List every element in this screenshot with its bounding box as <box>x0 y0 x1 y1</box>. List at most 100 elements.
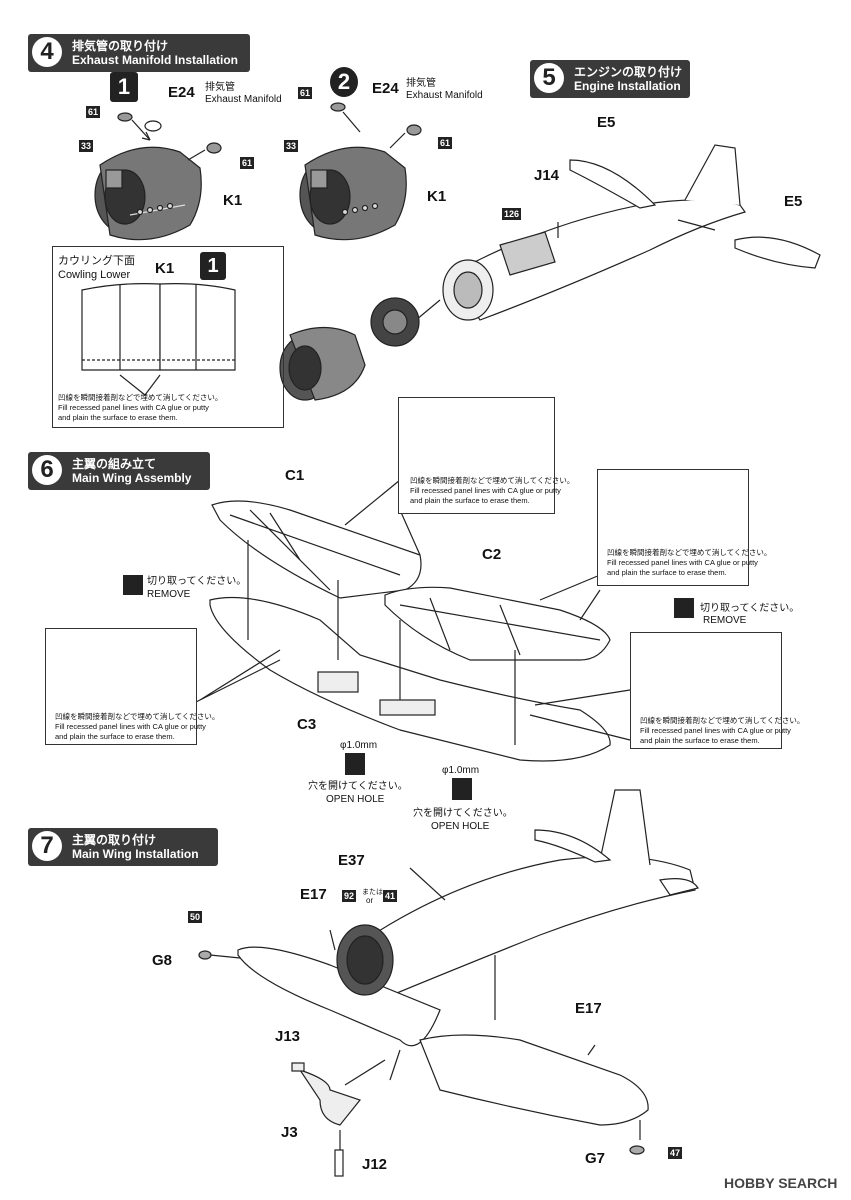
cowling-lower-detail-box <box>52 246 284 428</box>
cowling-drawing-2 <box>299 146 407 241</box>
step-title-jp: 主翼の組み立て <box>72 457 157 471</box>
part-label-j3: J3 <box>281 1124 298 1141</box>
fill-note-jp: 凹線を瞬間接着剤などで埋めて消してください。 <box>58 393 223 402</box>
step-title-en: Engine Installation <box>574 79 681 93</box>
fill-note-jp: 凹線を瞬間接着剤などで埋めて消してください。 <box>640 716 805 725</box>
remove-label-en: REMOVE <box>147 589 191 600</box>
part-label-k1: K1 <box>155 260 175 277</box>
step-number: 5 <box>534 63 564 93</box>
hole-label-en: OPEN HOLE <box>326 794 385 805</box>
part-label-c2: C2 <box>482 546 502 563</box>
step-5-header: 5 エンジンの取り付け Engine Installation <box>530 60 690 98</box>
exhaust-label-jp: 排気管 <box>205 82 235 93</box>
part-label-g8: G8 <box>152 952 173 969</box>
color-tag-61: 61 <box>240 157 255 169</box>
step-number: 7 <box>32 831 62 861</box>
part-label-c3: C3 <box>297 716 317 733</box>
remove-label-jp: 切り取ってください。 <box>147 576 247 587</box>
fill-note-en1: Fill recessed panel lines with CA glue o… <box>640 726 791 735</box>
variant-badge-2: 2 <box>330 67 358 97</box>
panel-line-note-right <box>597 469 749 586</box>
part-label-j14: J14 <box>534 167 560 184</box>
wing-upper-right <box>384 586 611 661</box>
step-title-jp: 主翼の取り付け <box>72 833 157 847</box>
remove-label-jp: 切り取ってください。 <box>700 603 800 614</box>
fill-note-en2: and plain the surface to erase them. <box>58 413 178 422</box>
color-tag-47: 47 <box>668 1147 683 1159</box>
fill-note-en1: Fill recessed panel lines with CA glue o… <box>58 403 209 412</box>
cowling-lower-en: Cowling Lower <box>58 269 131 281</box>
cowling-lower-jp: カウリング下面 <box>58 255 135 267</box>
step-title-jp: エンジンの取り付け <box>574 65 683 79</box>
fill-note-en2: and plain the surface to erase them. <box>640 736 760 745</box>
part-label-k1: K1 <box>223 192 243 209</box>
color-tag-50: 50 <box>188 911 203 923</box>
color-tag-61: 61 <box>298 87 313 99</box>
fill-note-en1: Fill recessed panel lines with CA glue o… <box>55 722 206 731</box>
hole-size-label: φ1.0mm <box>340 740 378 751</box>
or-label-en: or <box>366 896 374 905</box>
color-tag-41: 41 <box>383 890 398 902</box>
fuselage-drawing-5 <box>442 144 821 321</box>
hole-label-jp: 穴を開けてください。 <box>413 808 513 819</box>
variant-badge-1: 1 <box>200 252 226 280</box>
exhaust-label-jp: 排気管 <box>406 78 436 89</box>
step-7-header: 7 主翼の取り付け Main Wing Installation <box>28 828 218 866</box>
part-label-e17: E17 <box>575 1000 602 1017</box>
variant-badge-1: 1 <box>110 72 138 102</box>
panel-line-note-bottom-right <box>630 632 782 749</box>
step-title-en: Exhaust Manifold Installation <box>72 53 239 67</box>
part-label-e5: E5 <box>597 114 616 131</box>
plane-drawing-7 <box>237 789 699 1126</box>
part-label-e24: E24 <box>168 84 195 101</box>
color-tag-33: 33 <box>284 140 299 152</box>
fill-note-jp: 凹線を瞬間接着剤などで埋めて消してください。 <box>410 476 575 485</box>
part-label-g7: G7 <box>585 1150 606 1167</box>
engine-drawing-5 <box>370 297 420 347</box>
step-4-header: 4 排気管の取り付け Exhaust Manifold Installation <box>28 34 250 72</box>
part-label-j13: J13 <box>275 1028 301 1045</box>
part-label-j12: J12 <box>362 1156 388 1173</box>
fill-note-jp: 凹線を瞬間接着剤などで埋めて消してください。 <box>607 548 772 557</box>
part-label-e5: E5 <box>784 193 803 210</box>
color-tag-92: 92 <box>342 890 357 902</box>
exhaust-label-en: Exhaust Manifold <box>406 90 483 101</box>
wing-lower <box>209 596 611 762</box>
cut-icon <box>123 575 143 595</box>
color-tag-33: 33 <box>79 140 94 152</box>
cowling-drawing-1 <box>94 146 202 241</box>
cowling-drawing-5 <box>279 326 366 401</box>
or-label-jp: または <box>362 889 383 896</box>
fill-note-en1: Fill recessed panel lines with CA glue o… <box>410 486 561 495</box>
cut-icon <box>674 598 694 618</box>
fill-note-jp: 凹線を瞬間接着剤などで埋めて消してください。 <box>55 712 220 721</box>
fill-note-en2: and plain the surface to erase them. <box>607 568 727 577</box>
hole-label-en: OPEN HOLE <box>431 821 490 832</box>
step-title-jp: 排気管の取り付け <box>72 39 169 53</box>
step-title-en: Main Wing Assembly <box>72 471 192 485</box>
panel-line-note-left <box>45 628 197 745</box>
color-tag-61: 61 <box>438 137 453 149</box>
step-6-header: 6 主翼の組み立て Main Wing Assembly <box>28 452 210 490</box>
color-tag-61: 61 <box>86 106 101 118</box>
part-label-e37: E37 <box>338 852 365 869</box>
panel-line-note-top <box>398 397 555 514</box>
drill-icon <box>452 778 472 800</box>
exhaust-label-en: Exhaust Manifold <box>205 94 282 105</box>
hole-label-jp: 穴を開けてください。 <box>308 781 408 792</box>
part-label-e24: E24 <box>372 80 399 97</box>
hole-size-label: φ1.0mm <box>442 765 480 776</box>
part-label-c1: C1 <box>285 467 305 484</box>
part-label-k1: K1 <box>427 188 447 205</box>
color-tag-126: 126 <box>502 208 522 220</box>
fill-note-en1: Fill recessed panel lines with CA glue o… <box>607 558 758 567</box>
fill-note-en2: and plain the surface to erase them. <box>410 496 530 505</box>
remove-label-en: REMOVE <box>703 615 747 626</box>
drill-icon <box>345 753 365 775</box>
step-number: 4 <box>32 37 62 67</box>
step-title-en: Main Wing Installation <box>72 847 199 861</box>
step-number: 6 <box>32 455 62 485</box>
wing-upper-left <box>211 500 422 599</box>
watermark: HOBBY SEARCH <box>724 1175 838 1191</box>
